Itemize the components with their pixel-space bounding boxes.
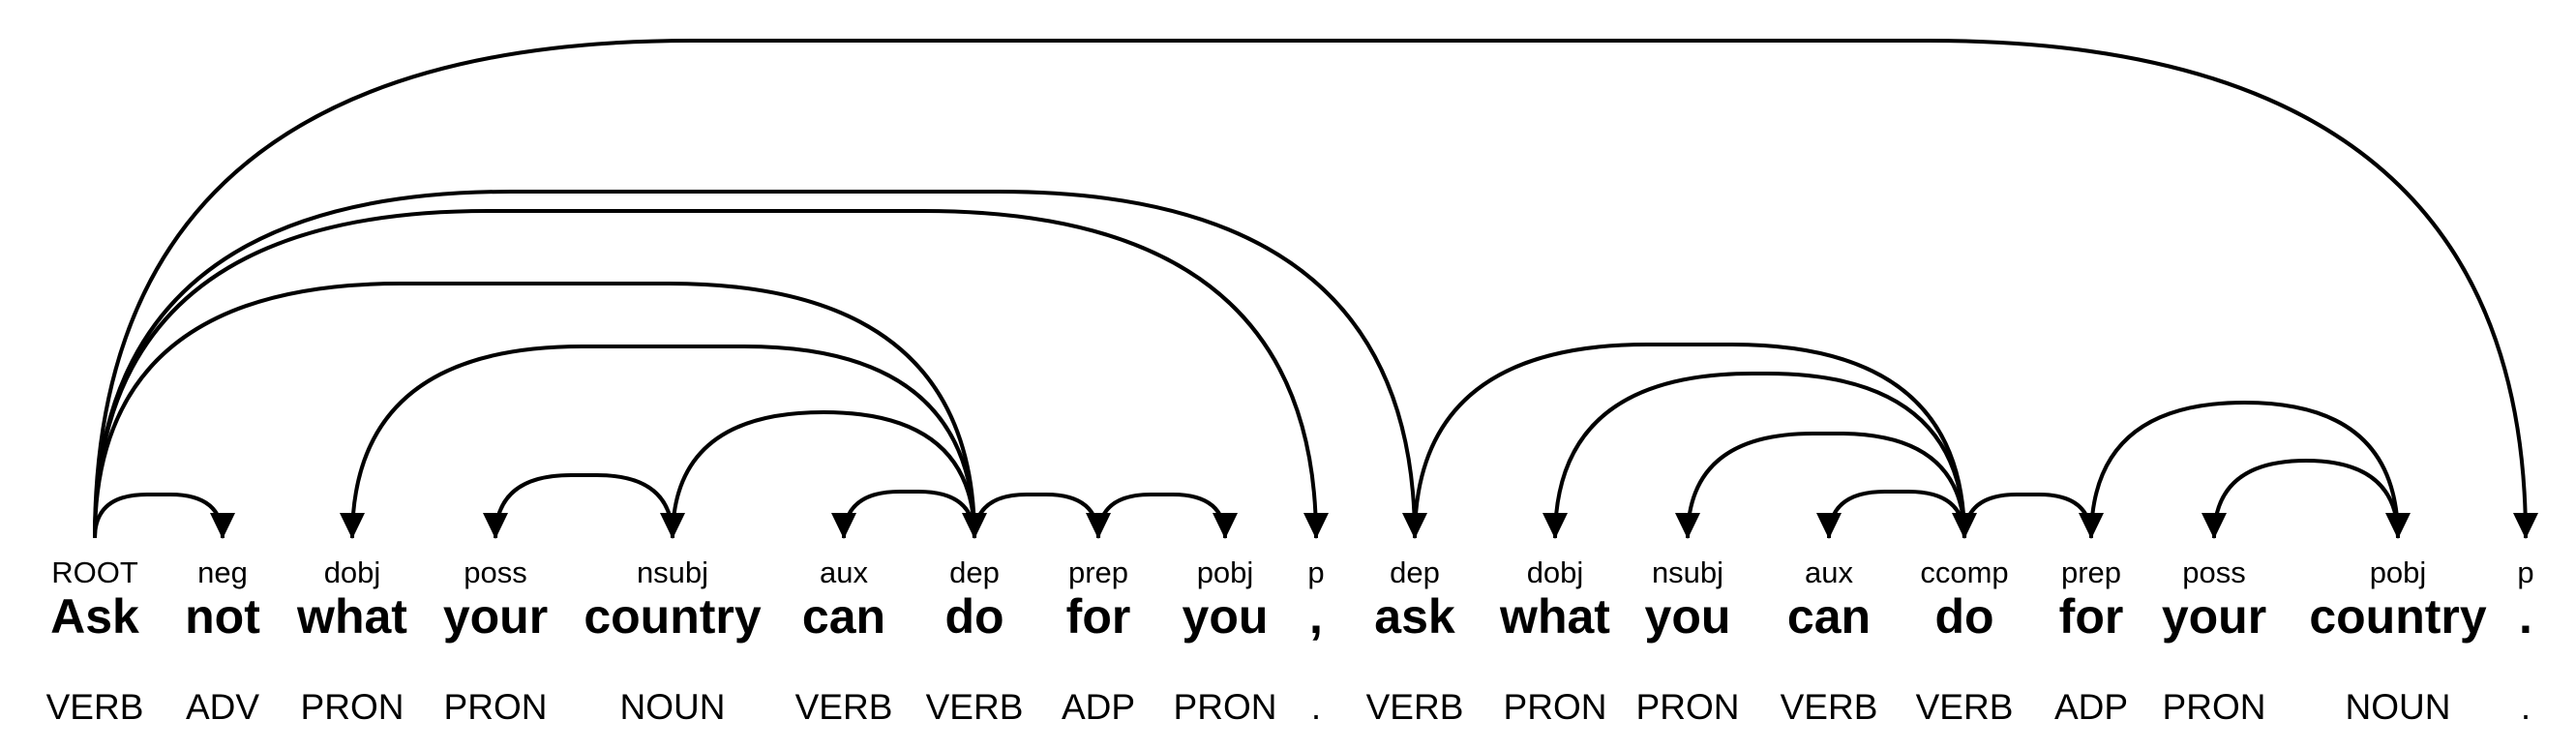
token-word: country (584, 589, 762, 644)
token-word: you (1644, 589, 1731, 644)
pos-tag: NOUN (2345, 687, 2451, 727)
dep-label: dep (1390, 555, 1440, 589)
dependency-arc-neg (93, 493, 225, 539)
dependency-arc-aux (842, 490, 976, 539)
dep-label: dep (949, 555, 1000, 589)
dep-label: nsubj (1651, 555, 1724, 589)
arrowhead-icon (2202, 513, 2227, 539)
dependency-arc-nsubj (1686, 432, 1966, 539)
dep-label: nsubj (636, 555, 709, 589)
dep-label: poss (2182, 555, 2246, 589)
dependency-arc-dobj (350, 345, 976, 539)
dependency-arc-poss (2212, 458, 2400, 539)
pos-tag: PRON (2162, 687, 2266, 727)
token-word: do (944, 589, 1004, 644)
pos-tag: VERB (1365, 687, 1464, 727)
dep-label: prep (2060, 555, 2122, 589)
token-word: Ask (50, 589, 139, 644)
token-word: do (1934, 589, 1994, 644)
arrowhead-icon (210, 513, 235, 539)
arrowhead-icon (2513, 513, 2538, 539)
token-word: , (1309, 589, 1323, 644)
dep-label: p (2517, 555, 2534, 589)
arrowhead-icon (1213, 513, 1238, 539)
dep-label: aux (1805, 555, 1853, 589)
pos-tag: ADP (2053, 687, 2129, 727)
dependency-arc-aux (1827, 490, 1966, 539)
token-word: can (1786, 589, 1872, 644)
token-word: what (1500, 589, 1610, 644)
token-word: not (185, 589, 260, 644)
arrowhead-icon (2385, 513, 2411, 539)
dependency-arc-dep (93, 190, 1417, 539)
dependency-arc-nsubj (671, 409, 976, 539)
token-word: your (2161, 589, 2267, 644)
token-word: can (801, 589, 886, 644)
arrowhead-icon (660, 513, 685, 539)
pos-tag: ADV (185, 687, 260, 727)
token-word: ask (1374, 589, 1455, 644)
arrowhead-icon (1543, 513, 1568, 539)
arrowhead-icon (831, 513, 856, 539)
dep-label: ROOT (51, 555, 138, 589)
pos-tag: . (1310, 687, 1322, 727)
pos-tag: VERB (794, 687, 893, 727)
arrowhead-icon (1303, 513, 1329, 539)
token-word: . (2519, 589, 2532, 644)
pos-tag: ADP (1061, 687, 1136, 727)
pos-tag: PRON (1503, 687, 1607, 727)
pos-tag: PRON (300, 687, 404, 727)
dependency-arc-pobj (1096, 493, 1227, 539)
token-word: for (2058, 589, 2124, 644)
dependency-arc-ccomp (1413, 343, 1966, 539)
token-word: you (1182, 589, 1269, 644)
dependency-arc-poss (494, 473, 674, 539)
arrowhead-icon (1816, 513, 1842, 539)
dependency-arc-prep (973, 493, 1100, 539)
dep-label: aux (820, 555, 868, 589)
pos-tag: NOUN (619, 687, 726, 727)
dep-label: dobj (323, 555, 381, 589)
dep-label: poss (464, 555, 527, 589)
arrowhead-icon (340, 513, 365, 539)
dep-label: prep (1067, 555, 1129, 589)
pos-tag: VERB (1915, 687, 2014, 727)
pos-tag: VERB (1780, 687, 1878, 727)
arrowhead-icon (483, 513, 508, 539)
arrowhead-icon (1675, 513, 1700, 539)
token-word: your (442, 589, 549, 644)
pos-tag: PRON (1173, 687, 1277, 727)
dependency-arc-pobj (2089, 400, 2400, 539)
dependency-arc-p (93, 39, 2528, 539)
dep-label: pobj (1196, 555, 1254, 589)
dependency-arc-dep (93, 282, 976, 539)
pos-tag: . (2520, 687, 2531, 727)
dep-label: p (1307, 555, 1325, 589)
dep-label: pobj (2369, 555, 2427, 589)
pos-tag: PRON (1635, 687, 1740, 727)
token-word: what (297, 589, 407, 644)
dependency-arc-prep (1962, 493, 2093, 539)
dep-label: neg (197, 555, 248, 589)
dep-label: ccomp (1920, 555, 2009, 589)
dep-label: dobj (1526, 555, 1584, 589)
dependency-arc-p (93, 209, 1318, 539)
token-word: for (1065, 589, 1131, 644)
token-word: country (2309, 589, 2487, 644)
dependency-arc-dobj (1553, 372, 1966, 539)
pos-tag: VERB (925, 687, 1024, 727)
pos-tag: PRON (443, 687, 548, 727)
pos-tag: VERB (45, 687, 144, 727)
